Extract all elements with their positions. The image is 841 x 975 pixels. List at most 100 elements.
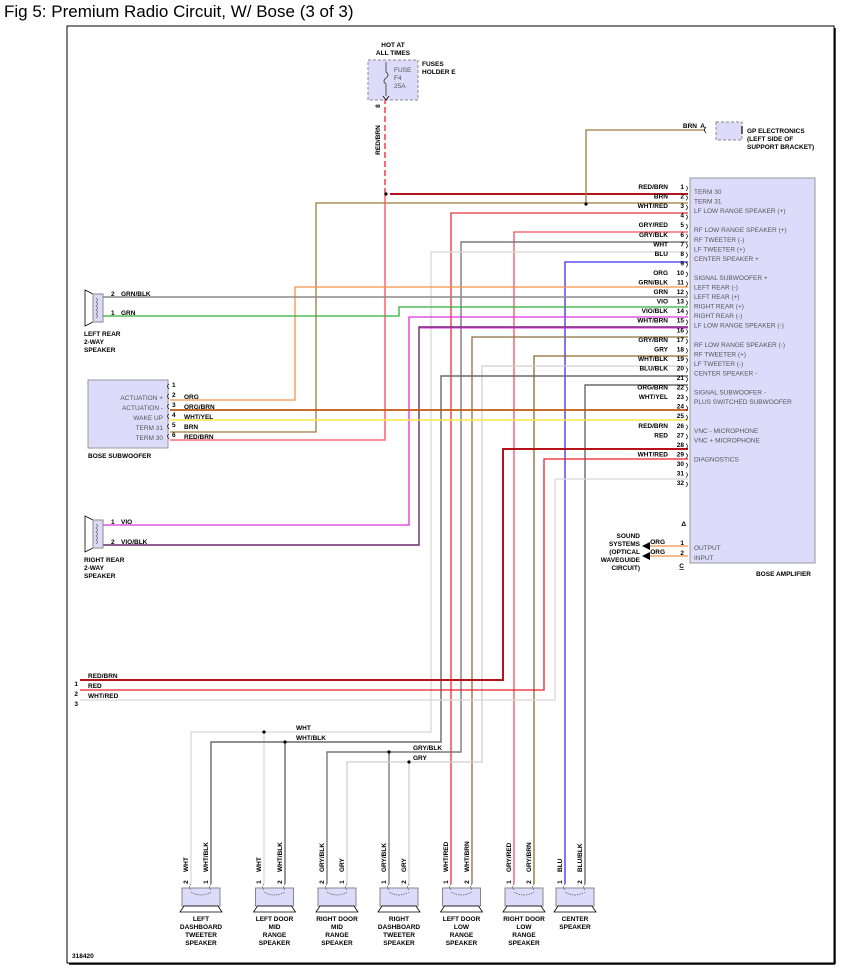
- amp-pin-number: 4: [680, 213, 684, 220]
- right-dashboard-tweeter-speaker-label: TWEETER: [383, 932, 415, 939]
- right-door-low-range-speaker-label: RIGHT DOOR: [503, 916, 545, 923]
- coil-icon: [563, 883, 586, 896]
- amp-wire-label: ORG: [653, 270, 668, 277]
- right-rear-wire-label: VIO/BLK: [121, 539, 148, 546]
- speaker-pin-number: 2: [401, 880, 408, 884]
- subwoofer-pin-function: ACTUATION -: [122, 405, 163, 412]
- pin-bracket-icon: [685, 214, 688, 220]
- subwoofer-pin-number: 2: [172, 392, 176, 399]
- amp-pin-number: 12: [677, 289, 685, 296]
- subwoofer-pin-function: TERM 31: [136, 425, 164, 432]
- wire-vio-blk-right-rear: [100, 326, 688, 546]
- splice-gry: [407, 760, 411, 764]
- speaker-wire-label: GRY: [339, 857, 346, 872]
- amp-wire-label: GRY/BLK: [639, 232, 668, 239]
- amp-pin-function: DIAGNOSTICS: [694, 456, 739, 463]
- splice-wire-label: WHT/BLK: [296, 735, 326, 742]
- gp-electronics-label: (LEFT SIDE OF: [747, 136, 793, 143]
- amp-wire-label: WHT/BRN: [637, 318, 668, 325]
- speaker-wire-label: BLU/BLK: [577, 843, 584, 872]
- wire-blu-center: [564, 261, 688, 884]
- pin-bracket-icon: [685, 271, 688, 278]
- figure-id-label: 318420: [72, 953, 94, 960]
- left-dashboard-tweeter-speaker-label: LEFT: [193, 916, 209, 923]
- right-rear-speaker-label: 2-WAY: [84, 565, 105, 572]
- amp-pin-function: CENTER SPEAKER +: [694, 256, 759, 263]
- amp-wire-label: BLU: [655, 251, 669, 258]
- bose-amplifier-label: BOSE AMPLIFIER: [756, 571, 811, 578]
- subwoofer-pin-number: 1: [172, 382, 176, 389]
- splice-wht-blk: [283, 740, 287, 744]
- speaker-wire-label: WHT/BLK: [277, 842, 284, 872]
- amp-wire-label: ORG/BRN: [637, 385, 668, 392]
- speaker-pin-number: 2: [577, 880, 584, 884]
- amp-pin-number: 6: [680, 232, 684, 239]
- gp-pin-label: A: [700, 123, 705, 130]
- speaker-wire-label: WHT/RED: [443, 841, 450, 872]
- right-dashboard-tweeter-speaker-label: DASHBOARD: [378, 924, 421, 931]
- right-rear-pin: 1: [111, 519, 115, 526]
- bose-subwoofer-label: BOSE SUBWOOFER: [88, 453, 152, 460]
- speaker-pin-number: 1: [443, 880, 450, 884]
- coil-icon: [95, 523, 98, 545]
- pin-bracket-icon: [685, 338, 688, 345]
- splice-fuse: [384, 192, 388, 196]
- fuse-rating-label: F4: [394, 75, 402, 82]
- amp-pin-function: RF TWEETER (-): [694, 237, 744, 244]
- amp-pin-number: 16: [677, 327, 685, 334]
- subwoofer-wire-label: WHT/YEL: [184, 414, 213, 421]
- right-door-mid-range-speaker-label: RIGHT DOOR: [316, 916, 358, 923]
- amp-pin-number: 2: [680, 194, 684, 201]
- amp-pin-number: 19: [677, 356, 685, 363]
- coil-icon: [387, 883, 410, 896]
- speaker-pin-number: 1: [339, 880, 346, 884]
- optical-pin-number: 2: [680, 550, 684, 557]
- pin-bracket-icon: [167, 433, 170, 440]
- pin-bracket-icon: [685, 414, 688, 421]
- amp-pin-number: 29: [677, 451, 685, 458]
- gp-electronics-label: SUPPORT BRACKET): [747, 144, 814, 151]
- left-door-low-range-speaker-label: LEFT DOOR: [443, 916, 481, 923]
- amp-pin-function: SIGNAL SUBWOOFER +: [694, 275, 768, 282]
- diagram-frame: [66, 25, 835, 964]
- pin-bracket-icon: [685, 204, 688, 211]
- fuse-rating-label: FUSE: [394, 67, 412, 74]
- amp-pin-function: RIGHT REAR (-): [694, 313, 742, 320]
- fuse-wire-label: RED/BRN: [375, 125, 382, 155]
- mic-wire-label: WHT/RED: [88, 693, 119, 700]
- optical-pin-function: INPUT: [694, 555, 714, 562]
- wires-layer: [80, 98, 705, 884]
- speaker-cone-icon: [252, 905, 297, 913]
- left-door-mid-range-speaker-label: SPEAKER: [259, 940, 291, 947]
- subwoofer-wire-label: ORG: [184, 394, 199, 401]
- wire-wht-blk-lf-tweeter: [210, 375, 688, 884]
- amp-wire-label: RED/BRN: [638, 184, 668, 191]
- right-dashboard-tweeter-speaker-label: RIGHT: [389, 916, 409, 923]
- amp-pin-function: RF LOW RANGE SPEAKER (-): [694, 342, 785, 349]
- speaker-wire-label: GRY: [401, 857, 408, 872]
- amp-pin-number: 22: [677, 385, 685, 392]
- subwoofer-pin-function: WAKE UP: [133, 415, 163, 422]
- pin-bracket-icon: [685, 233, 688, 239]
- amp-pin-number: 14: [677, 308, 685, 315]
- subwoofer-pin-number: 3: [172, 402, 176, 409]
- speaker-pin-number: 2: [526, 880, 533, 884]
- mic-wire-label: RED: [88, 683, 102, 690]
- splice-wire-label: GRY: [413, 755, 428, 762]
- amp-pin-function: LF LOW RANGE SPEAKER (-): [694, 323, 784, 330]
- right-rear-speaker-label: RIGHT REAR: [84, 557, 125, 564]
- left-door-low-range-speaker-body: [442, 887, 481, 907]
- wire-wht-lf-tweeter: [190, 251, 688, 884]
- subwoofer-pin-function: ACTUATION +: [120, 395, 163, 402]
- speaker-pin-number: 1: [506, 880, 513, 884]
- subwoofer-wire-label: ORG/BRN: [184, 404, 215, 411]
- speaker-wire-label: GRY/RED: [506, 842, 513, 872]
- amp-wire-label: GRN/BLK: [638, 280, 668, 287]
- right-door-mid-range-speaker-body: [317, 887, 357, 907]
- left-rear-speaker-body: [92, 293, 104, 323]
- amp-wire-label: VIO/BLK: [642, 308, 669, 315]
- mic-pin-number: 2: [74, 691, 78, 698]
- amp-wire-label: RED: [654, 432, 668, 439]
- pin-bracket-icon: [685, 357, 688, 364]
